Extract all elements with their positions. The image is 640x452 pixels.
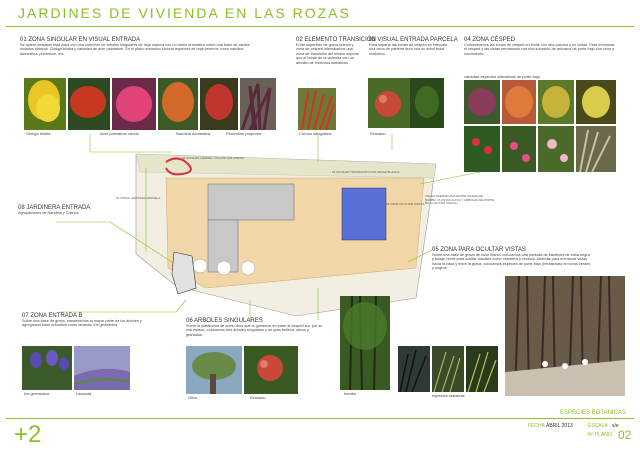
section-06-heading: 06 ARBOLES SINGULARES xyxy=(186,318,263,324)
section-07: 07 ZONA ENTRADA B Sobre una base de grav… xyxy=(22,313,156,328)
date-label: FECHA xyxy=(528,423,545,429)
sheet-title: ESPECIES BOTANICAS xyxy=(560,410,626,416)
plan-note-right: VISUAL ENMARCADA ENTRE MASAS DE BAMBÚ, P… xyxy=(425,194,495,206)
scale-label: ESCALA xyxy=(588,423,608,429)
phormium-photo xyxy=(240,78,276,130)
granado-photo xyxy=(368,78,410,128)
nandina-photo xyxy=(200,78,238,130)
section-06-text: Sobre la plataforma de suelo duro que le… xyxy=(186,324,323,337)
entrance-planter xyxy=(171,251,197,295)
project-number: +2 xyxy=(14,421,42,448)
date-value: ABRIL 2013 xyxy=(546,423,573,429)
pool xyxy=(341,187,387,241)
plan-label-lawn: 04 ZONA DE CÉSPED. OCULTA LAS VISTAS xyxy=(182,156,244,160)
section-04-heading: 04 ZONA CÉSPED xyxy=(464,37,516,43)
section-04-text: Concentramos las zonas de césped en lími… xyxy=(464,43,615,56)
plan-note-left: 01 VISUAL ENTRADA PARCELA xyxy=(116,196,161,200)
page-title: JARDINES DE VIVIENDA EN LAS ROZAS xyxy=(18,5,351,21)
plan-label-transition: 02 ZONA DE TRANSICIÓN CON GRAVA BLANCA xyxy=(332,170,400,174)
ginkgo-photo xyxy=(24,78,66,130)
caption-phormium: Phormium purpurea xyxy=(226,131,262,136)
section-01-text: Se quiere destacar esta zona con una con… xyxy=(20,43,250,56)
section-08: 08 JARDINERA ENTRADA Agrupaciones de Nan… xyxy=(18,205,128,215)
caption-nandina: Nandina domestica xyxy=(176,131,211,136)
section-02-heading: 02 ELEMENTO TRANSICIÓN xyxy=(296,37,376,43)
section-07-photos xyxy=(22,346,130,390)
section-04-subcaption: variedad especies arbustivas de porte ba… xyxy=(464,74,541,79)
plan-label-pool: 05 ZONA OCULTAR VISTAS xyxy=(386,202,425,206)
cornus-photo xyxy=(298,88,336,130)
house-block xyxy=(207,183,295,221)
caption-lavanda: Lavanda xyxy=(76,391,92,396)
caption-granado: Granado xyxy=(370,131,386,136)
caption-rastreras: especies rastreras xyxy=(432,393,465,398)
plan-number-value: 02 xyxy=(618,428,632,442)
caption-cornus: Cornus sanguinea xyxy=(299,131,332,136)
bambu-photo xyxy=(340,296,390,390)
section-08-heading: 08 JARDINERA ENTRADA xyxy=(18,205,91,211)
section-02: 02 ELEMENTO TRANSICIÓN Entre superficie … xyxy=(296,37,376,65)
section-01-photos xyxy=(24,78,276,130)
caption-bambu: bambú xyxy=(344,391,357,396)
section-03: 03 VISUAL ENTRADA PARCELA Para separar l… xyxy=(369,37,458,56)
section-07-text: Sobre una base de grava, mantenemos la m… xyxy=(22,319,142,328)
caption-granado-06: Granado xyxy=(250,395,266,400)
tree-circle xyxy=(216,260,232,276)
section-02-text: Entre superficie de grava blanca y zona … xyxy=(296,43,359,65)
section-01: 01 ZONA SINGULAR EN VISUAL ENTRADA Se qu… xyxy=(20,37,258,56)
tree-circle xyxy=(240,260,256,276)
red-bed xyxy=(165,157,192,176)
section-06: 06 ARBOLES SINGULARES Sobre la plataform… xyxy=(186,318,326,337)
footer-rule xyxy=(6,418,634,419)
bamboo-screen-photo xyxy=(505,276,625,396)
header-rule xyxy=(6,26,634,27)
section-06-photos xyxy=(186,346,298,394)
section-05-heading: 05 ZONA PARA OCULTAR VISTAS xyxy=(432,247,526,253)
section-04: 04 ZONA CÉSPED Concentramos las zonas de… xyxy=(464,37,618,56)
acer-photo-1 xyxy=(68,78,110,130)
section-03-text: Para separar las zonas de césped se inte… xyxy=(369,43,448,56)
caption-acer: Acer palmatum varios xyxy=(100,131,139,136)
section-04-photos xyxy=(464,80,616,172)
site-plan xyxy=(135,153,437,317)
plan-number-label: Nº PLANO xyxy=(588,432,612,438)
section-03-heading: 03 VISUAL ENTRADA PARCELA xyxy=(369,37,458,43)
tree-circle xyxy=(192,258,208,274)
section-07-heading: 07 ZONA ENTRADA B xyxy=(22,313,83,319)
caption-ginkgo: Ginkgo biloba xyxy=(26,131,51,136)
acer-photo-3 xyxy=(158,78,198,130)
section-08-text: Agrupaciones de Nandina y Cotinus xyxy=(18,211,79,215)
scale-value: s/e xyxy=(612,423,619,429)
section-05: 05 ZONA PARA OCULTAR VISTAS Sobre una ba… xyxy=(432,247,592,271)
section-01-heading: 01 ZONA SINGULAR EN VISUAL ENTRADA xyxy=(20,37,141,43)
acer-photo-2 xyxy=(112,78,156,130)
caption-iris: Iris germanica xyxy=(24,391,50,396)
granado-photo-2 xyxy=(410,78,444,128)
rastreras-photos xyxy=(398,346,498,392)
section-05-text: Sobre una base de grava de color blanco … xyxy=(432,253,591,271)
caption-olivo: Olivo xyxy=(188,395,198,400)
